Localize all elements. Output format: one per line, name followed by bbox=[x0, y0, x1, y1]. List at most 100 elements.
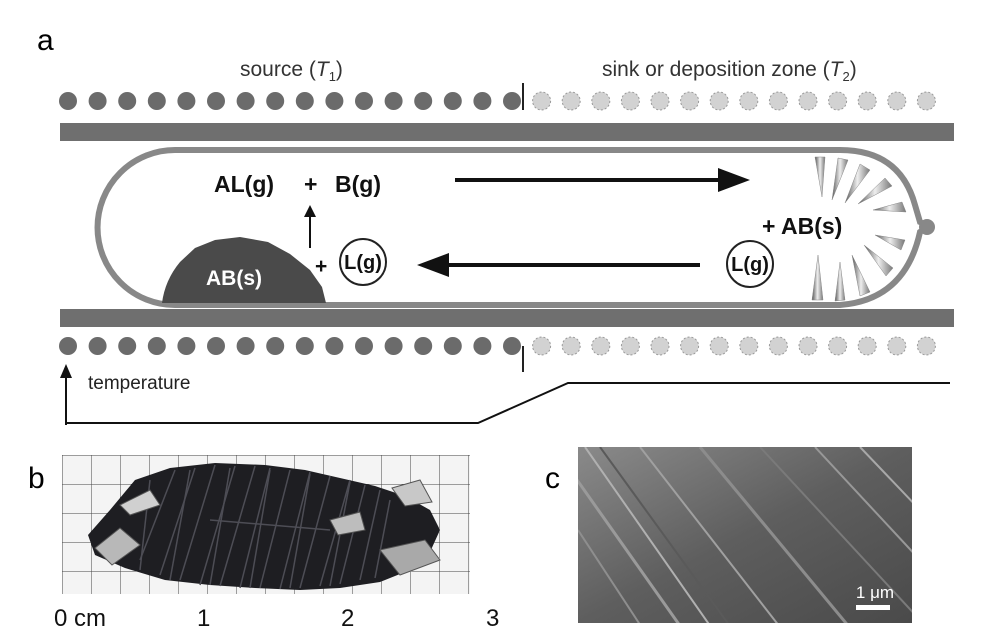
crystal-needle bbox=[289, 473, 311, 589]
crystal-plate bbox=[119, 489, 161, 516]
heater-dot-cool bbox=[620, 336, 640, 356]
heater-dot-hot bbox=[295, 337, 314, 355]
crystal-needle bbox=[359, 489, 381, 581]
heater-dot-hot bbox=[384, 337, 403, 355]
ruler-tick-1: 1 bbox=[197, 605, 210, 632]
heater-dot-hot bbox=[88, 92, 107, 110]
ligand-circle-right bbox=[726, 240, 774, 288]
heater-dot-cool bbox=[768, 91, 788, 111]
heater-dot-cool bbox=[709, 336, 729, 356]
heater-dot-hot bbox=[266, 337, 285, 355]
heater-dot-cool bbox=[887, 91, 907, 111]
crystal-needle bbox=[299, 475, 331, 589]
ligand-label-right: L(g) bbox=[731, 254, 769, 276]
sem-striation bbox=[859, 447, 912, 504]
crystal-needle bbox=[339, 484, 366, 585]
transport-arrow-back-head bbox=[417, 253, 449, 277]
crystal-needle bbox=[139, 469, 176, 561]
deposited-crystals bbox=[811, 156, 907, 302]
tube-wall-top bbox=[60, 123, 954, 141]
sem-striation bbox=[578, 529, 641, 623]
temperature-label: temperature bbox=[88, 373, 190, 394]
heater-dot-cool bbox=[828, 336, 848, 356]
temperature-profile bbox=[66, 382, 950, 424]
heater-dot-hot bbox=[207, 92, 225, 110]
heater-dot-cool bbox=[680, 336, 700, 356]
heater-dot-hot bbox=[147, 337, 166, 355]
panel-label-c: c bbox=[545, 462, 560, 495]
heater-dot-hot bbox=[207, 337, 225, 355]
heater-dot-hot bbox=[88, 337, 107, 355]
source-solid-label: AB(s) bbox=[206, 267, 262, 290]
crystal-plate bbox=[391, 479, 433, 507]
crystal bbox=[872, 201, 907, 213]
crystal bbox=[811, 254, 824, 301]
heater-dot-cool bbox=[739, 91, 759, 111]
heater-dot-hot bbox=[473, 92, 492, 110]
crystal-needle bbox=[219, 465, 256, 587]
crystal bbox=[814, 156, 826, 198]
heater-dot-cool bbox=[561, 91, 581, 111]
heater-dot-cool bbox=[798, 91, 818, 111]
heater-dot-hot bbox=[59, 92, 77, 110]
heater-dot-hot bbox=[266, 92, 285, 110]
reaction-plus-left: + bbox=[315, 255, 327, 278]
reaction-b-g: B(g) bbox=[335, 171, 381, 197]
heater-dot-hot bbox=[473, 337, 492, 355]
sem-striations bbox=[578, 447, 912, 623]
crystal bbox=[851, 254, 871, 297]
crystal bbox=[857, 177, 893, 205]
heater-dot-cool bbox=[680, 91, 700, 111]
crystal bbox=[831, 157, 849, 201]
heater-dots-top bbox=[59, 91, 936, 111]
sem-striation bbox=[639, 447, 779, 623]
heater-dot-hot bbox=[295, 92, 314, 110]
ligand-label-left: L(g) bbox=[344, 252, 382, 274]
crystal-needle bbox=[209, 467, 231, 586]
reaction-plus: + bbox=[304, 171, 317, 197]
heater-dot-cool bbox=[887, 336, 907, 356]
sem-micrograph bbox=[578, 447, 912, 623]
heater-dot-hot bbox=[443, 337, 462, 355]
heater-dot-hot bbox=[118, 337, 137, 355]
sem-striation bbox=[578, 478, 680, 623]
heater-dot-cool bbox=[561, 336, 581, 356]
source-solid bbox=[162, 237, 326, 303]
sink-zone-label: sink or deposition zone (T2) bbox=[602, 58, 857, 84]
ampoule-tip bbox=[919, 219, 935, 235]
heater-dot-hot bbox=[414, 337, 433, 355]
crystal-needle bbox=[259, 469, 291, 589]
ruler-tick-3: 3 bbox=[486, 605, 499, 632]
crystal-plate bbox=[379, 539, 441, 576]
ruler-tick-0: 0 cm bbox=[54, 605, 106, 632]
sem-striation bbox=[599, 447, 729, 623]
heater-dot-cool bbox=[798, 336, 818, 356]
ligand-circle-left bbox=[339, 238, 387, 286]
crystal-plate bbox=[329, 511, 366, 536]
heater-dot-cool bbox=[768, 336, 788, 356]
heater-dot-cool bbox=[857, 336, 877, 356]
crystal-plate bbox=[94, 527, 141, 566]
crystal bbox=[863, 244, 894, 277]
heater-dots-bottom bbox=[59, 336, 936, 356]
reaction-al-g: AL(g) bbox=[214, 171, 274, 197]
crystal bbox=[834, 261, 846, 302]
heater-dot-hot bbox=[355, 337, 373, 355]
heater-dot-hot bbox=[177, 337, 196, 355]
sem-scalebar bbox=[856, 605, 890, 610]
crystal-needle bbox=[249, 469, 271, 589]
heater-dot-cool bbox=[591, 91, 611, 111]
heater-dot-cool bbox=[828, 91, 848, 111]
heater-dot-cool bbox=[709, 91, 729, 111]
source-zone-label: source (T1) bbox=[240, 58, 343, 84]
heater-dot-hot bbox=[503, 92, 521, 110]
heater-dot-cool bbox=[591, 336, 611, 356]
sem-striation bbox=[698, 447, 848, 623]
heater-dot-cool bbox=[532, 91, 552, 111]
heater-dot-cool bbox=[916, 91, 936, 111]
ruler-tick-2: 2 bbox=[341, 605, 354, 632]
sem-striation bbox=[584, 447, 710, 623]
crystal-needle bbox=[159, 467, 196, 576]
